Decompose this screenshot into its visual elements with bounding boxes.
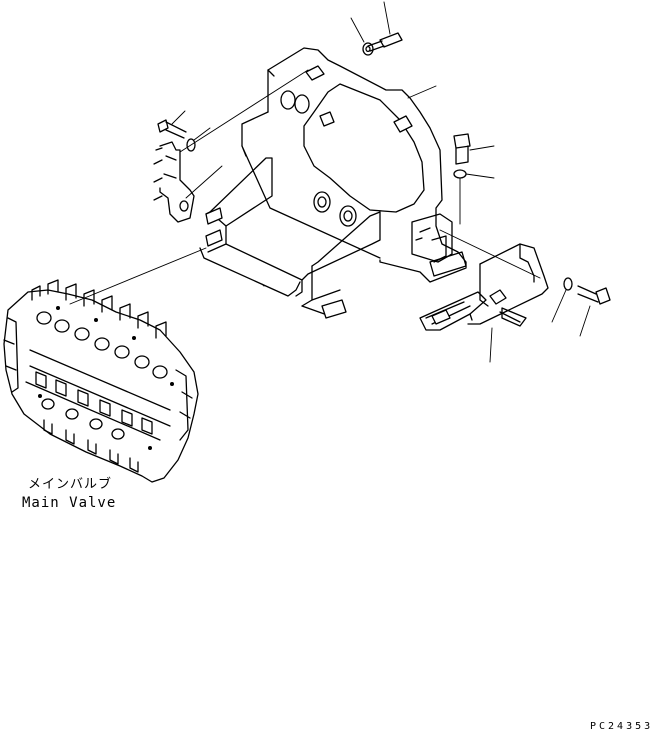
main-valve-label-jp: メインバルブ	[28, 476, 112, 492]
left-bracket	[153, 69, 309, 223]
bracket-washer	[551, 277, 573, 323]
left-washer	[186, 127, 211, 152]
top-washer	[350, 17, 374, 56]
right-washer	[453, 169, 495, 225]
top-bolt	[367, 1, 403, 52]
right-bolt	[453, 133, 495, 165]
main-bracket	[199, 47, 467, 319]
bracket-bolt	[577, 285, 611, 337]
left-bolt	[157, 110, 187, 139]
main-valve	[3, 279, 199, 483]
main-valve-label-en: Main Valve	[22, 495, 116, 511]
drawing-code: PC24353	[590, 721, 653, 732]
support-bracket	[419, 229, 549, 363]
